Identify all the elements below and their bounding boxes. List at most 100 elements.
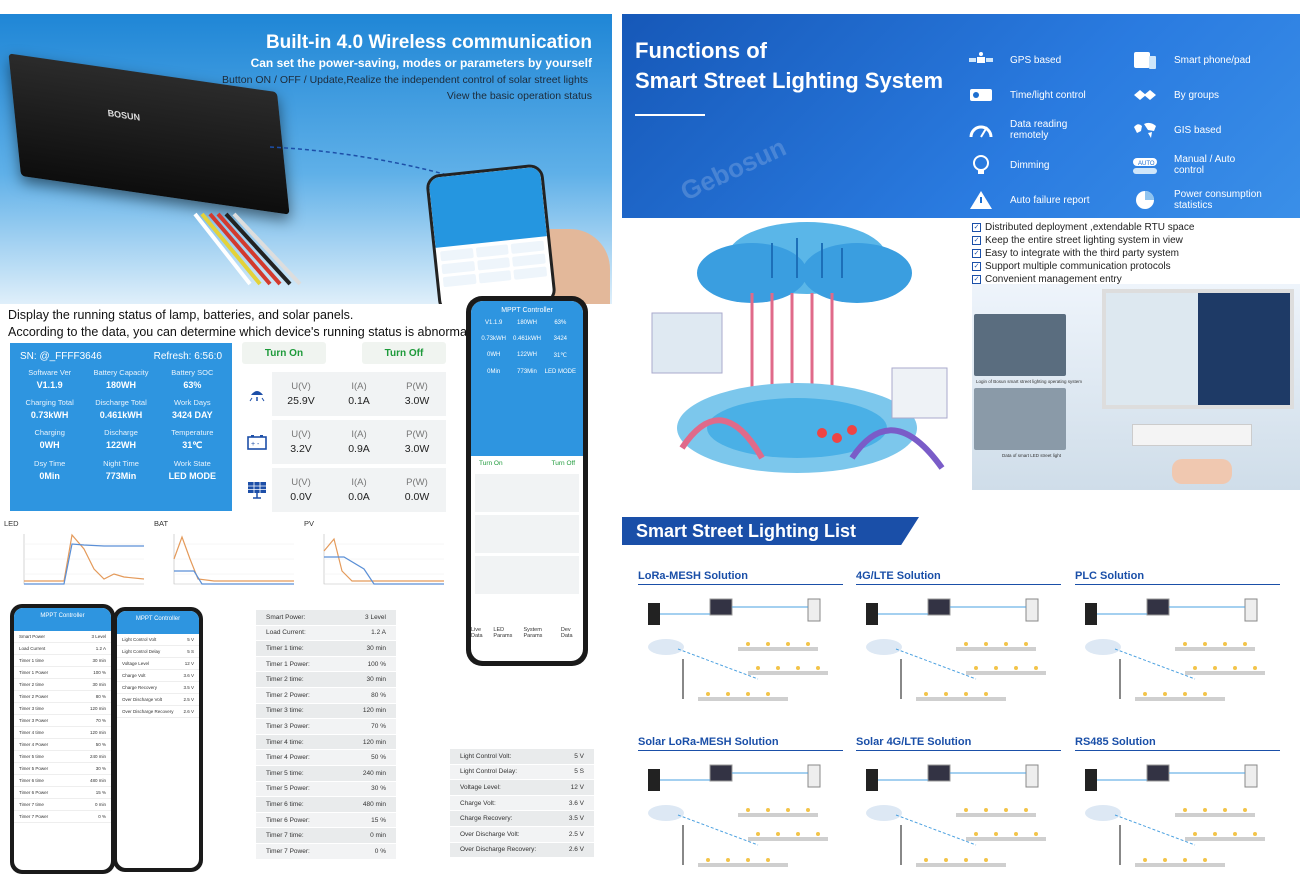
row-value: 240 min xyxy=(362,769,386,777)
table-row: Timer 1 time:30 min xyxy=(256,641,396,657)
table-row: Timer 6 Power:15 % xyxy=(256,813,396,829)
turn-on-button[interactable]: Turn On xyxy=(242,342,326,364)
row-label: Voltage Level: xyxy=(460,783,501,791)
header-u: U(V) xyxy=(291,428,311,440)
solution-diagram xyxy=(866,598,1046,701)
row-value: 3.5 V xyxy=(568,815,584,823)
solution-card[interactable]: 4G/LTE Solution xyxy=(856,570,1061,720)
function-item: Power consumption statistics xyxy=(1130,188,1264,212)
serial-number: SN: @_FFFF3646 xyxy=(20,351,102,362)
tab-system-params[interactable]: System Params xyxy=(523,627,543,639)
solution-card[interactable]: RS485 Solution xyxy=(1075,736,1280,886)
auto-switch-icon: AUTO xyxy=(1130,153,1160,177)
row-label: Light Control Volt: xyxy=(460,752,512,760)
param-value: 0 % xyxy=(98,814,106,819)
row-label: Timer 7 Power: xyxy=(266,847,310,855)
row-label: Charge Volt: xyxy=(460,799,496,807)
solution-card[interactable]: Solar LoRa-MESH Solution xyxy=(638,736,843,886)
row-value: 2.6 V xyxy=(568,846,584,854)
dimming-icon xyxy=(966,153,996,177)
param-value: 5 V xyxy=(187,637,194,642)
caption-login: Login of Bosun smart street lighting ope… xyxy=(976,379,1083,384)
checklist-text: Support multiple communication protocols xyxy=(985,261,1171,272)
solution-card[interactable]: PLC Solution xyxy=(1075,570,1280,720)
function-item: Time/light control xyxy=(966,83,1100,107)
solution-card[interactable]: Solar 4G/LTE Solution xyxy=(856,736,1061,886)
battery-u: 3.2V xyxy=(290,442,312,455)
function-label: Time/light control xyxy=(1010,89,1086,101)
param-label: Timer 5 Power xyxy=(19,766,49,771)
hero-line2: Button ON / OFF / Update,Realize the ind… xyxy=(222,74,588,86)
row-label: Timer 4 Power: xyxy=(266,754,310,762)
function-item: Auto failure report xyxy=(966,188,1100,212)
row-value: 5 V xyxy=(574,752,584,760)
row-label: Load Current: xyxy=(266,629,306,637)
header-i: I(A) xyxy=(351,428,367,440)
phone2-turn-off[interactable]: Turn Off xyxy=(551,460,575,467)
checkbox-icon: ✓ xyxy=(972,249,981,258)
svg-text:+ -: + - xyxy=(251,441,260,448)
status-cell: Work Days 3424 DAY xyxy=(157,398,228,420)
turn-off-button[interactable]: Turn Off xyxy=(362,342,446,364)
param-value: 30 min xyxy=(92,658,106,663)
param-label: Light Control Delay xyxy=(122,649,161,654)
param-value: 3.5 V xyxy=(183,685,194,690)
row-label: Timer 6 time: xyxy=(266,800,304,808)
status-value: 0.461kWH xyxy=(99,410,143,420)
tab-live-data[interactable]: Live Data xyxy=(471,627,483,639)
light-sensor-icon xyxy=(966,83,996,107)
refresh-time[interactable]: Refresh: 6:56:0 xyxy=(153,351,222,362)
row-value: 30 min xyxy=(366,676,386,684)
keyboard-image xyxy=(1132,424,1252,446)
phone2-turn-on[interactable]: Turn On xyxy=(479,460,503,467)
row-label: Timer 2 Power: xyxy=(266,691,310,699)
status-key: Work State xyxy=(173,459,211,468)
function-label: GPS based xyxy=(1010,54,1062,66)
status-key: Discharge Total xyxy=(95,398,147,407)
status-cell: Discharge Total 0.461kWH xyxy=(85,398,156,420)
solution-card[interactable]: LoRa-MESH Solution xyxy=(638,570,843,720)
param-value: 80 % xyxy=(95,694,106,699)
phone2-title: MPPT Controller xyxy=(501,307,553,314)
checklist-text: Distributed deployment ,extendable RTU s… xyxy=(985,222,1195,233)
row-value: 50 % xyxy=(371,754,386,762)
header-i: I(A) xyxy=(351,380,367,392)
checklist-text: Keep the entire street lighting system i… xyxy=(985,235,1183,246)
solar-p: 0.0W xyxy=(404,490,430,503)
status-key: Work Days xyxy=(174,398,211,407)
status-value: V1.1.9 xyxy=(36,380,63,390)
table-row: Smart Power:3 Level xyxy=(256,610,396,626)
tab-led-params[interactable]: LED Params xyxy=(493,627,513,639)
checkbox-icon: ✓ xyxy=(972,223,981,232)
solar-panel-icon xyxy=(248,481,266,499)
tab-dev-data[interactable]: Dev Data xyxy=(560,627,573,639)
param-label: Timer 4 time xyxy=(19,730,44,735)
param-value: 3 Level xyxy=(91,634,106,639)
row-label: Over Discharge Recovery: xyxy=(460,846,537,854)
status-key: Temperature xyxy=(171,428,214,437)
